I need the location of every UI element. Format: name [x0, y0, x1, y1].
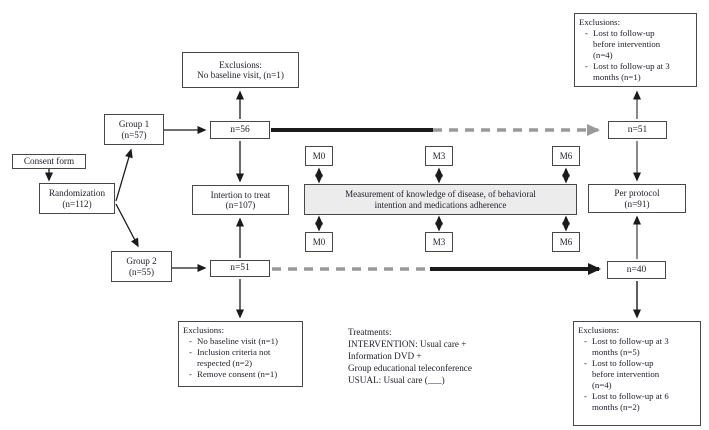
itt-count: (n=107) — [225, 200, 256, 210]
exclusion-item: No baseline visit, (n=1) — [197, 70, 284, 80]
arrow-randomization-to-group2 — [115, 203, 139, 248]
box-exclusions-top-right: Exclusions: Lost to follow-up before int… — [574, 13, 697, 87]
m3-label: M3 — [432, 150, 446, 161]
box-m3-bottom: M3 — [425, 232, 453, 252]
box-m0-top: M0 — [305, 146, 333, 166]
exclusion-item: No baseline visit (n=1) — [183, 336, 299, 347]
treatments-title: Treatments: — [348, 327, 392, 337]
per-protocol-count: (n=91) — [624, 198, 650, 209]
exclusion-item: Lost to follow-up at 6 months (n=2) — [578, 391, 697, 413]
box-m3-top: M3 — [425, 146, 453, 166]
exclusions-title: Exclusions: — [183, 325, 225, 335]
group2-label: Group 2 — [126, 256, 157, 267]
box-exclusions-top-center: Exclusions: No baseline visit, (n=1) — [182, 52, 299, 88]
exclusion-item: Lost to follow-up before intervention (n… — [578, 358, 697, 391]
itt-label: Intertion to treat — [210, 189, 271, 200]
group1-count: (n=57) — [121, 129, 147, 140]
randomization-count: (n=112) — [62, 198, 92, 209]
exclusion-item: Lost to follow-up before intervention (n… — [579, 28, 693, 61]
randomization-label: Randomization — [48, 188, 106, 199]
box-m6-top: M6 — [552, 146, 580, 166]
measurement-label: Measurement of knowledge of disease, of … — [345, 188, 536, 210]
box-randomization: Randomization (n=112) — [39, 183, 115, 214]
exclusion-item: Lost to follow-up at 3 months (n=5) — [578, 336, 697, 358]
m6-label: M6 — [559, 236, 573, 247]
group1-label: Group 1 — [118, 119, 150, 130]
box-exclusions-bottom-center: Exclusions: No baseline visit (n=1) Incl… — [178, 321, 303, 387]
treatments-line: Group educational teleconference — [348, 363, 472, 373]
group2-count: (n=55) — [128, 266, 155, 277]
box-group1: Group 1 (n=57) — [104, 114, 164, 145]
box-n51-center: n=51 — [210, 260, 270, 277]
n51-right-label: n=51 — [627, 124, 648, 135]
exclusion-item: Lost to follow-up at 3 months (n=1) — [579, 61, 693, 83]
box-m0-bottom: M0 — [305, 232, 333, 252]
box-n51-right: n=51 — [608, 121, 667, 139]
n51-center-label: n=51 — [230, 263, 250, 274]
exclusion-item: Inclusion criteria not respected (n=2) — [183, 347, 299, 369]
arrow-randomization-to-group1 — [115, 148, 133, 202]
box-exclusions-bottom-right: Exclusions: Lost to follow-up at 3 month… — [573, 321, 701, 426]
box-n56: n=56 — [210, 121, 270, 139]
exclusions-title: Exclusions: — [579, 17, 621, 27]
treatments-line: INTERVENTION: Usual care + — [348, 339, 467, 349]
box-per-protocol: Per protocol (n=91) — [588, 184, 686, 213]
treatments-legend: Treatments: INTERVENTION: Usual care + I… — [348, 326, 548, 386]
n56-label: n=56 — [230, 124, 250, 135]
m0-label: M0 — [312, 150, 326, 161]
exclusions-title: Exclusions: — [578, 325, 620, 335]
box-measurement: Measurement of knowledge of disease, of … — [304, 184, 577, 215]
box-group2: Group 2 (n=55) — [111, 251, 172, 282]
consent-form-label: Consent form — [23, 156, 75, 167]
exclusion-item: Remove consent (n=1) — [183, 369, 299, 380]
m6-label: M6 — [559, 150, 573, 161]
per-protocol-label: Per protocol — [614, 188, 660, 199]
n40-label: n=40 — [626, 264, 647, 275]
box-m6-bottom: M6 — [552, 232, 580, 252]
exclusions-title: Exclusions: — [219, 59, 262, 70]
treatments-line: Information DVD + — [348, 351, 422, 361]
m3-label: M3 — [432, 236, 446, 247]
box-n40: n=40 — [607, 261, 666, 279]
box-consent-form: Consent form — [12, 154, 86, 169]
box-intention-to-treat: Intertion to treat (n=107) — [192, 185, 289, 215]
treatments-line: USUAL: Usual care (___) — [348, 375, 445, 385]
m0-label: M0 — [312, 236, 326, 247]
